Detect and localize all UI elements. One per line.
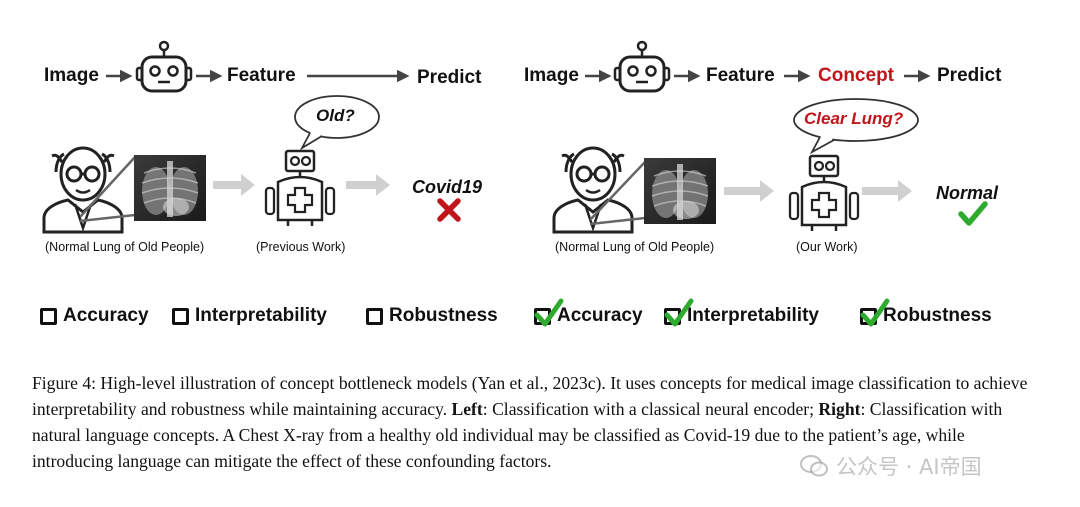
- cross-mark-icon: [437, 198, 461, 222]
- robot-caption: (Previous Work): [256, 240, 346, 254]
- bubble-text: Clear Lung?: [804, 109, 904, 128]
- metric-label: Accuracy: [557, 305, 643, 326]
- caption-right-label: Right: [818, 399, 861, 419]
- figure-caption: Figure 4: High-level illustration of con…: [32, 370, 1042, 474]
- robot-icon: [264, 149, 336, 226]
- arrow-icon: [904, 69, 931, 83]
- metric-robustness: Robustness: [860, 298, 992, 327]
- pointer-lines: [590, 161, 646, 226]
- metric-label: Interpretability: [195, 305, 327, 326]
- gray-arrow-icon: [346, 174, 390, 196]
- chest-xray-image: [644, 158, 716, 224]
- speech-bubble: [294, 95, 380, 151]
- checkbox-checked: [860, 298, 890, 326]
- metric-label: Robustness: [883, 305, 992, 326]
- long-arrow-icon: [307, 69, 410, 83]
- arrow-icon: [196, 69, 223, 83]
- speech-bubble: [793, 98, 919, 155]
- checkbox-empty: [172, 307, 189, 325]
- metric-accuracy: Accuracy: [534, 298, 643, 327]
- watermark: 公众号 · AI帝国: [800, 451, 982, 481]
- wechat-icon: [800, 455, 828, 477]
- caption-text: : Classification with natural language c…: [32, 399, 1003, 471]
- arrow-icon: [585, 69, 612, 83]
- check-mark-icon: [958, 201, 988, 226]
- checkbox-checked: [664, 298, 694, 326]
- flow-concept-label: Concept: [818, 65, 894, 86]
- metric-label: Accuracy: [63, 305, 149, 326]
- flow-image-label: Image: [524, 65, 579, 86]
- watermark-text: 公众号 · AI帝国: [836, 455, 982, 479]
- gray-arrow-icon: [724, 180, 774, 202]
- metric-interpretability: Interpretability: [664, 298, 819, 327]
- check-mark-icon: [534, 298, 564, 326]
- flow-feature-label: Feature: [227, 65, 296, 86]
- robot-head-icon: [135, 40, 193, 93]
- metric-label: Robustness: [389, 305, 498, 326]
- robot-head-icon: [613, 40, 671, 93]
- checkbox-empty: [366, 307, 383, 325]
- pointer-lines: [80, 156, 136, 223]
- caption-text: Figure 4: High-level illustration of con…: [32, 373, 1028, 419]
- chest-xray-image: [134, 155, 206, 221]
- robot-caption: (Our Work): [796, 240, 858, 254]
- arrow-icon: [674, 69, 701, 83]
- check-mark-icon: [664, 298, 694, 326]
- flow-predict-label: Predict: [937, 65, 1002, 86]
- checkbox-checked: [534, 298, 564, 326]
- flow-predict-label: Predict: [417, 67, 482, 88]
- robot-icon: [788, 154, 860, 231]
- flow-feature-label: Feature: [706, 65, 775, 86]
- check-mark-icon: [860, 298, 890, 326]
- arrow-icon: [784, 69, 811, 83]
- checkbox-empty: [40, 307, 57, 325]
- metric-robustness: Robustness: [366, 305, 498, 327]
- caption-text: : Classification with a classical neural…: [482, 399, 819, 419]
- result-label: Covid19: [412, 177, 483, 197]
- caption-left-label: Left: [451, 399, 483, 419]
- result-label: Normal: [936, 183, 999, 203]
- metric-interpretability: Interpretability: [172, 305, 327, 327]
- bubble-text: Old?: [316, 106, 355, 125]
- arrow-icon: [106, 69, 133, 83]
- gray-arrow-icon: [213, 174, 255, 196]
- patient-caption: (Normal Lung of Old People): [45, 240, 205, 254]
- gray-arrow-icon: [862, 180, 912, 202]
- metric-accuracy: Accuracy: [40, 305, 149, 327]
- flow-image-label: Image: [44, 65, 99, 86]
- metric-label: Interpretability: [687, 305, 819, 326]
- patient-caption: (Normal Lung of Old People): [555, 240, 715, 254]
